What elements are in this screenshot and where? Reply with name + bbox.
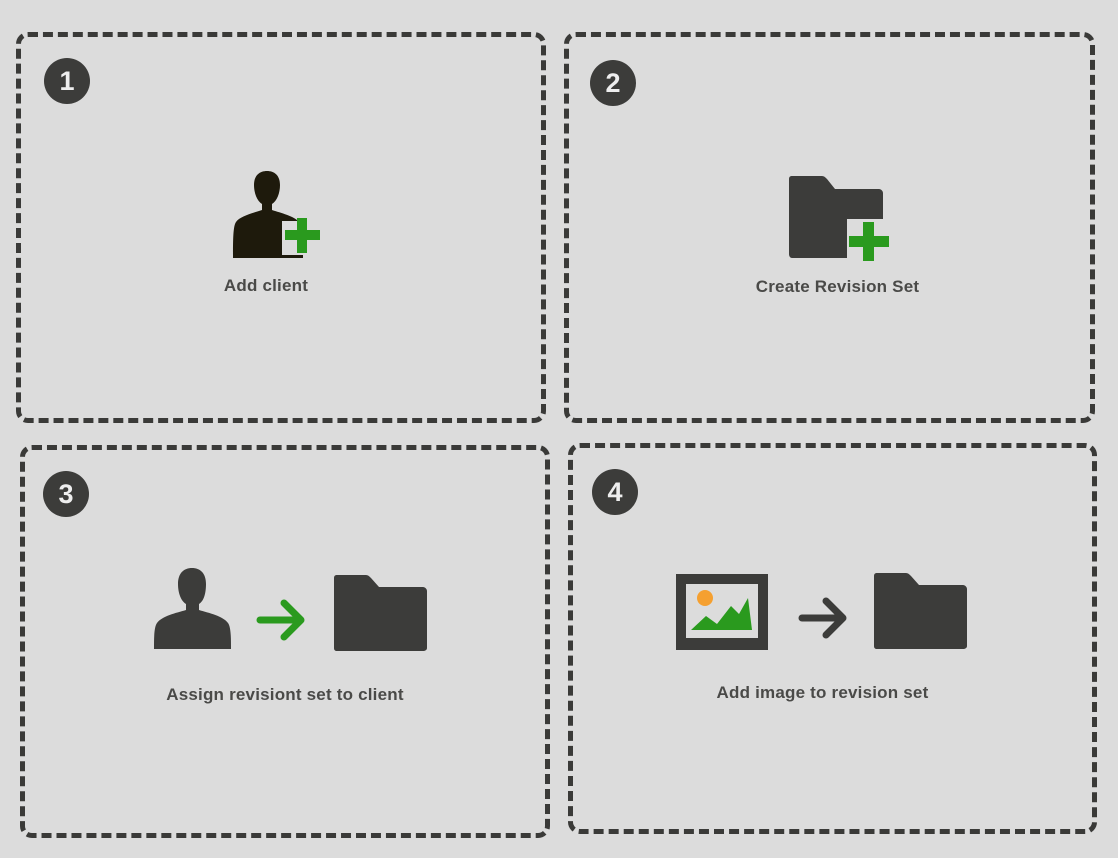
user-icon [151, 568, 235, 650]
step-number-badge: 4 [592, 469, 638, 515]
step-panel-2: 2 Create Revision Set [564, 32, 1095, 423]
step-panel-3: 3 Assign revisiont set to client [20, 445, 550, 838]
folder-icon [871, 572, 969, 650]
step-label: Add image to revision set [716, 683, 929, 702]
step-number-badge: 1 [44, 58, 90, 104]
step-number-badge: 3 [43, 471, 89, 517]
step-number-badge: 2 [590, 60, 636, 106]
step-label: Create Revision Set [755, 277, 920, 296]
arrow-right-icon [255, 598, 309, 642]
step-label: Add client [223, 276, 309, 295]
image-icon [676, 574, 768, 650]
step-panel-1: 1 Add client [16, 32, 546, 423]
folder-icon [331, 574, 429, 652]
step-panel-4: 4 Add image to revision set [568, 443, 1097, 834]
step-label: Assign revisiont set to client [166, 685, 404, 704]
user-add-icon [231, 171, 325, 263]
arrow-right-icon [797, 596, 851, 640]
folder-add-icon [785, 175, 895, 267]
